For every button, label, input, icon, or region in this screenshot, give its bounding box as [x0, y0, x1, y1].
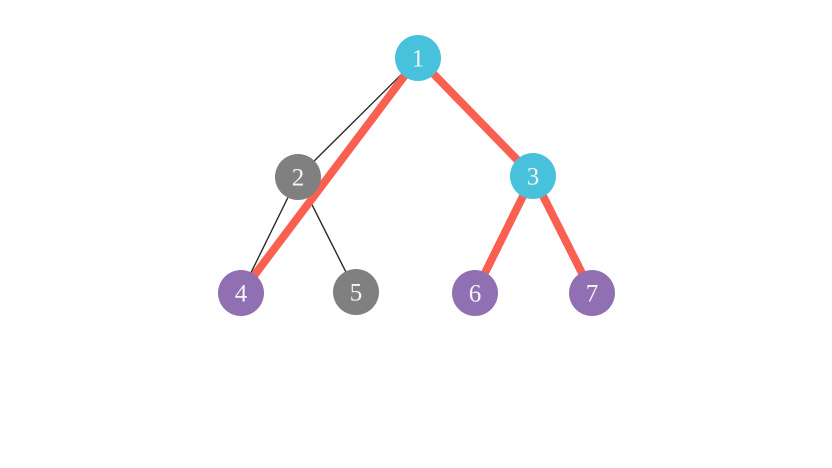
node-circle-2[interactable] [275, 154, 321, 200]
node-circle-4[interactable] [218, 270, 264, 316]
node-1[interactable]: 1 [395, 35, 441, 81]
node-circle-7[interactable] [569, 270, 615, 316]
edge-1-3 [414, 54, 537, 180]
nodes-layer: 1 2 3 4 5 6 7 [218, 35, 615, 316]
edge-1-4 [237, 54, 422, 297]
node-7[interactable]: 7 [569, 270, 615, 316]
node-6[interactable]: 6 [452, 270, 498, 316]
node-circle-3[interactable] [510, 153, 556, 199]
node-3[interactable]: 3 [510, 153, 556, 199]
node-circle-6[interactable] [452, 270, 498, 316]
node-circle-5[interactable] [333, 269, 379, 315]
node-4[interactable]: 4 [218, 270, 264, 316]
node-2[interactable]: 2 [275, 154, 321, 200]
node-5[interactable]: 5 [333, 269, 379, 315]
node-circle-1[interactable] [395, 35, 441, 81]
edge-1-2 [297, 57, 419, 178]
